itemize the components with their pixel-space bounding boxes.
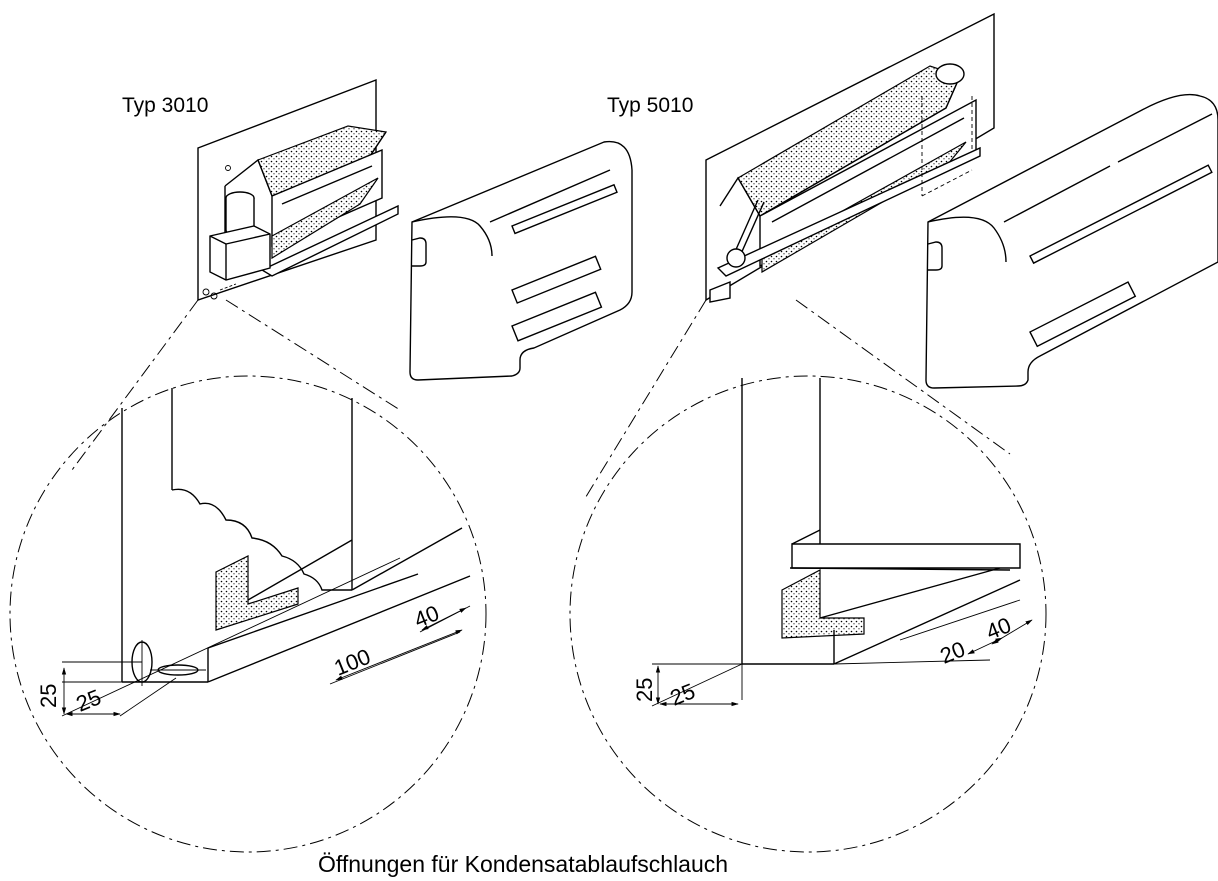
dim-left-vertical-25: 25: [36, 684, 61, 708]
unit-3010-open: [197, 78, 399, 301]
dim-right-40: 40: [983, 612, 1015, 644]
title-type-3010: Typ 3010: [122, 94, 208, 117]
dim-left-100: 100: [331, 644, 374, 681]
unit-3010-cover: [409, 140, 633, 381]
title-type-5010: Typ 5010: [607, 94, 693, 117]
caption: Öffnungen für Kondensatablaufschlauch: [318, 851, 728, 877]
dim-right-horizontal-25: 25: [667, 678, 699, 710]
detail-circle-left: [9, 299, 487, 853]
dim-left-40: 40: [411, 600, 443, 632]
detail-circle-right: [569, 299, 1047, 853]
unit-5010-cover: [925, 93, 1218, 389]
dim-left-horizontal-25: 25: [73, 684, 105, 716]
dim-right-20: 20: [937, 636, 969, 668]
unit-5010-open: [705, 12, 995, 303]
dim-right-vertical-25: 25: [632, 678, 657, 702]
